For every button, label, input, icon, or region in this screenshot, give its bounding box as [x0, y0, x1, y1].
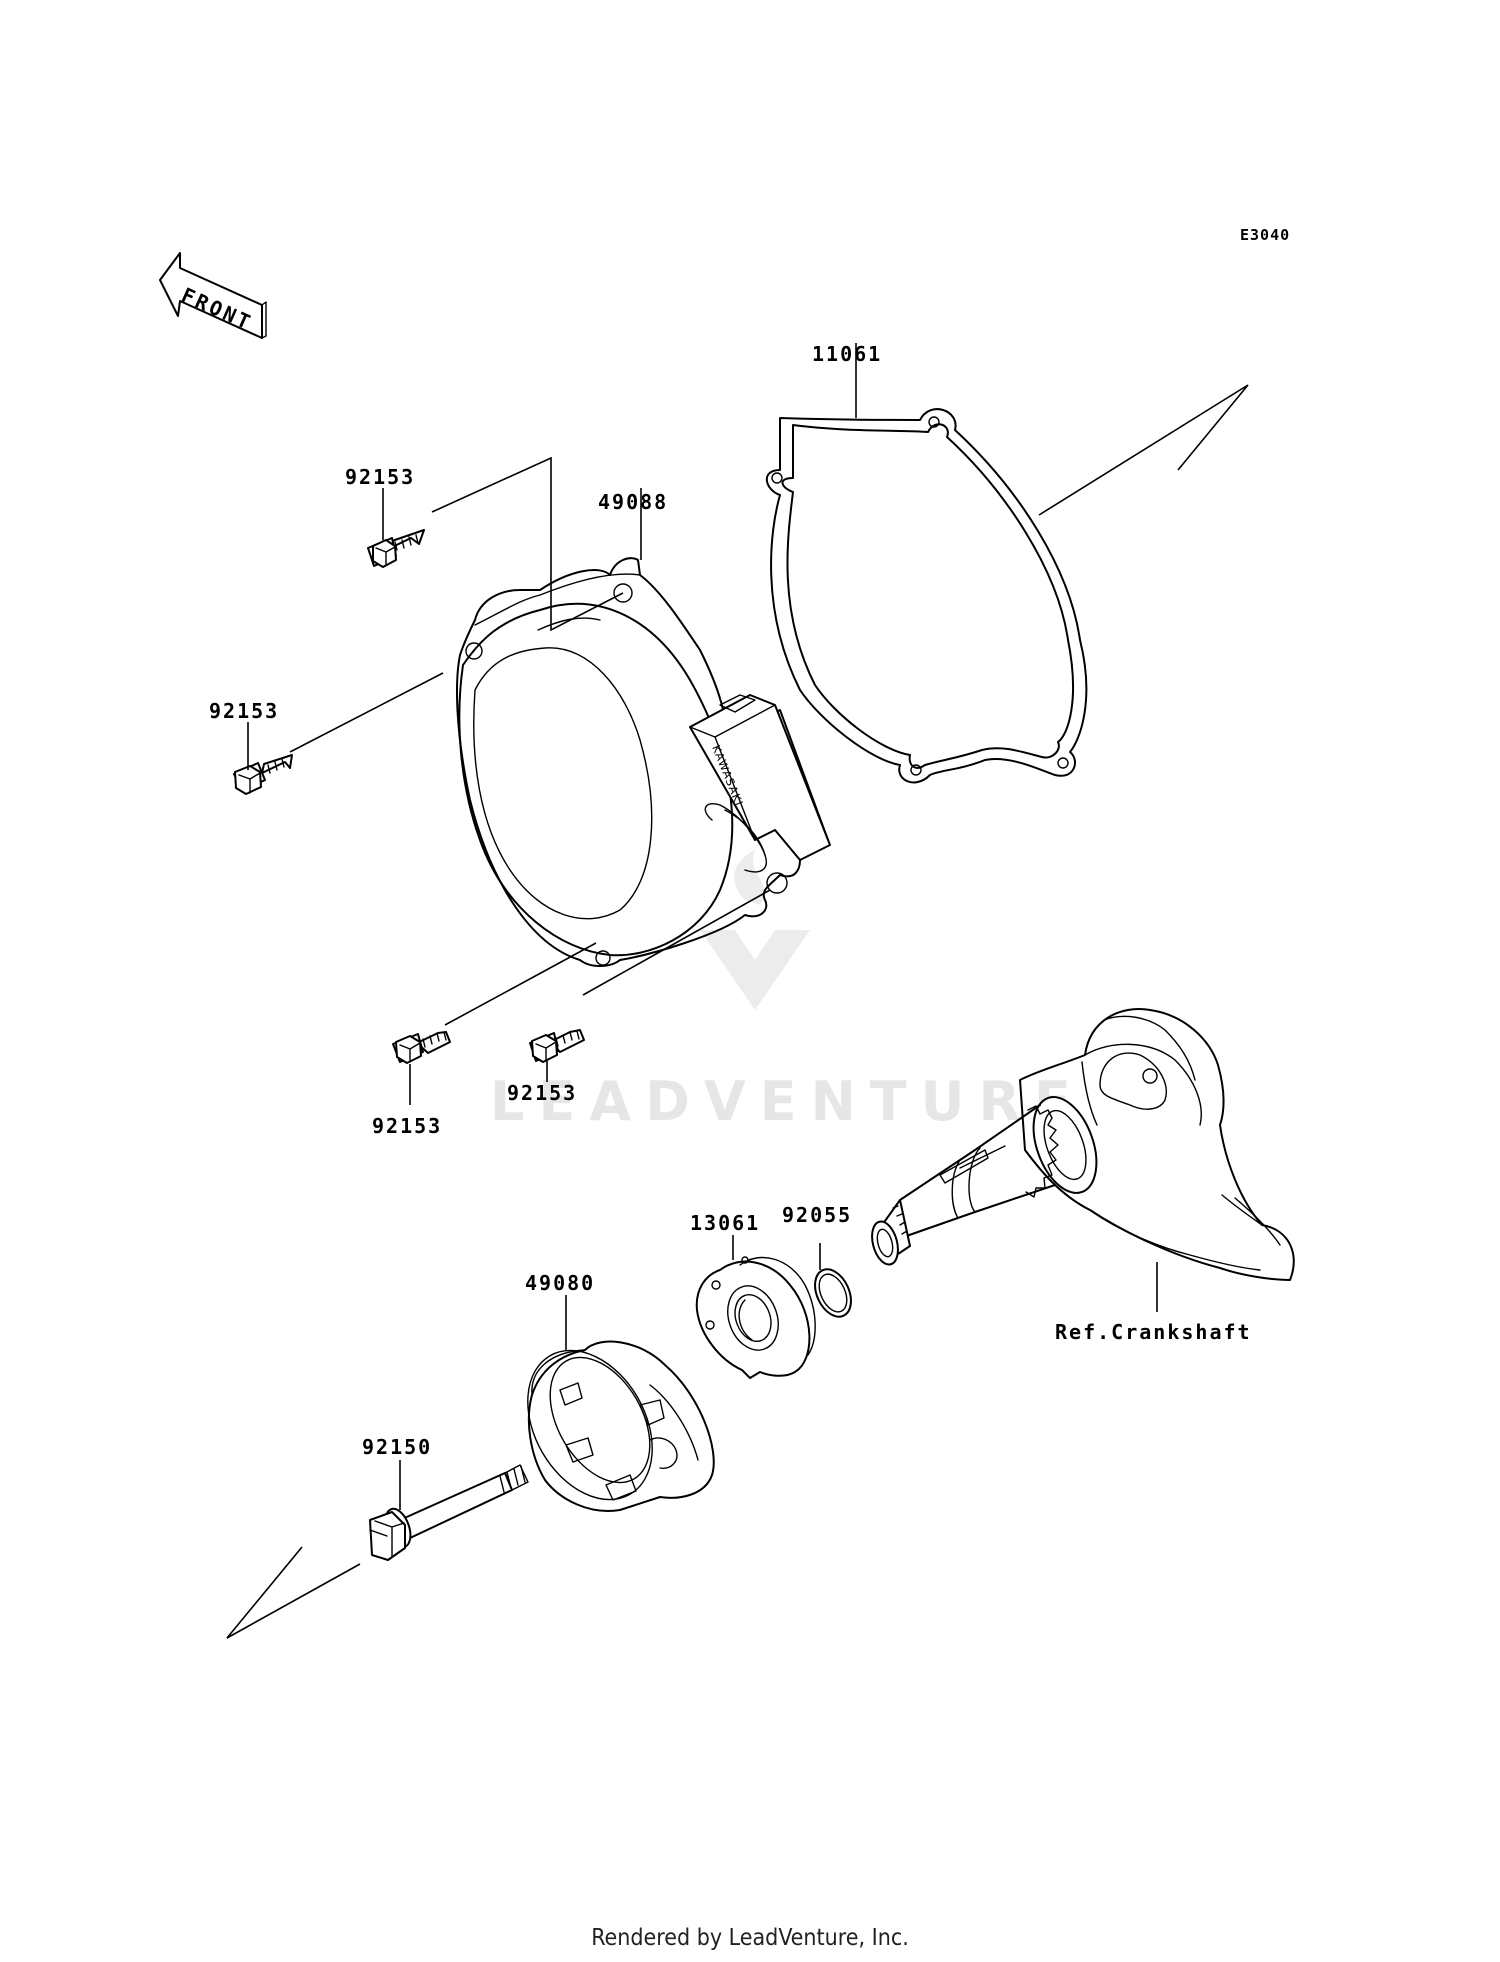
cover-49088[interactable]: KAWASAKI	[456, 557, 831, 967]
bolt-92153-lower-right[interactable]	[529, 1029, 585, 1063]
alignment-line-left-bolt	[289, 672, 444, 753]
label-92150[interactable]: 92150	[362, 1435, 432, 1459]
footer-credit: Rendered by LeadVenture, Inc.	[591, 1925, 909, 1951]
alignment-line-right	[1038, 384, 1249, 516]
label-92153-upper[interactable]: 92153	[345, 465, 415, 489]
flange-bolt-92150[interactable]	[369, 1464, 529, 1561]
hub-13061[interactable]	[695, 1256, 816, 1379]
alignment-line-lower-right-bolt	[582, 889, 771, 996]
label-ref-crankshaft[interactable]: Ref.Crankshaft	[1055, 1320, 1252, 1344]
label-49088[interactable]: 49088	[598, 490, 668, 514]
alignment-line-upper-bolt	[431, 456, 624, 632]
watermark-text: LEADVENTURE	[490, 1070, 1085, 1133]
alignment-line-lower-left-bolt	[444, 942, 597, 1026]
bolt-92153-upper[interactable]	[367, 529, 425, 568]
cup-49080[interactable]	[502, 1328, 715, 1522]
label-92153-lower-right[interactable]: 92153	[507, 1081, 577, 1105]
label-92055[interactable]: 92055	[782, 1203, 852, 1227]
crankshaft-ref[interactable]	[868, 1008, 1295, 1281]
alignment-line-lower-left	[226, 1546, 361, 1639]
diagram-code: E3040	[1240, 226, 1290, 244]
label-92153-lower-left[interactable]: 92153	[372, 1114, 442, 1138]
label-49080[interactable]: 49080	[525, 1271, 595, 1295]
gasket-11061[interactable]	[765, 408, 1088, 784]
front-arrow-icon[interactable]: FRONT	[159, 252, 267, 339]
label-13061[interactable]: 13061	[690, 1211, 760, 1235]
o-ring-92055[interactable]	[808, 1264, 858, 1323]
label-92153-left[interactable]: 92153	[209, 699, 279, 723]
bolt-92153-lower-left[interactable]	[392, 1031, 451, 1064]
leadventure-watermark: LEADVENTURE	[490, 850, 1085, 1133]
bolt-92153-left[interactable]	[233, 754, 293, 795]
label-11061[interactable]: 11061	[812, 342, 882, 366]
